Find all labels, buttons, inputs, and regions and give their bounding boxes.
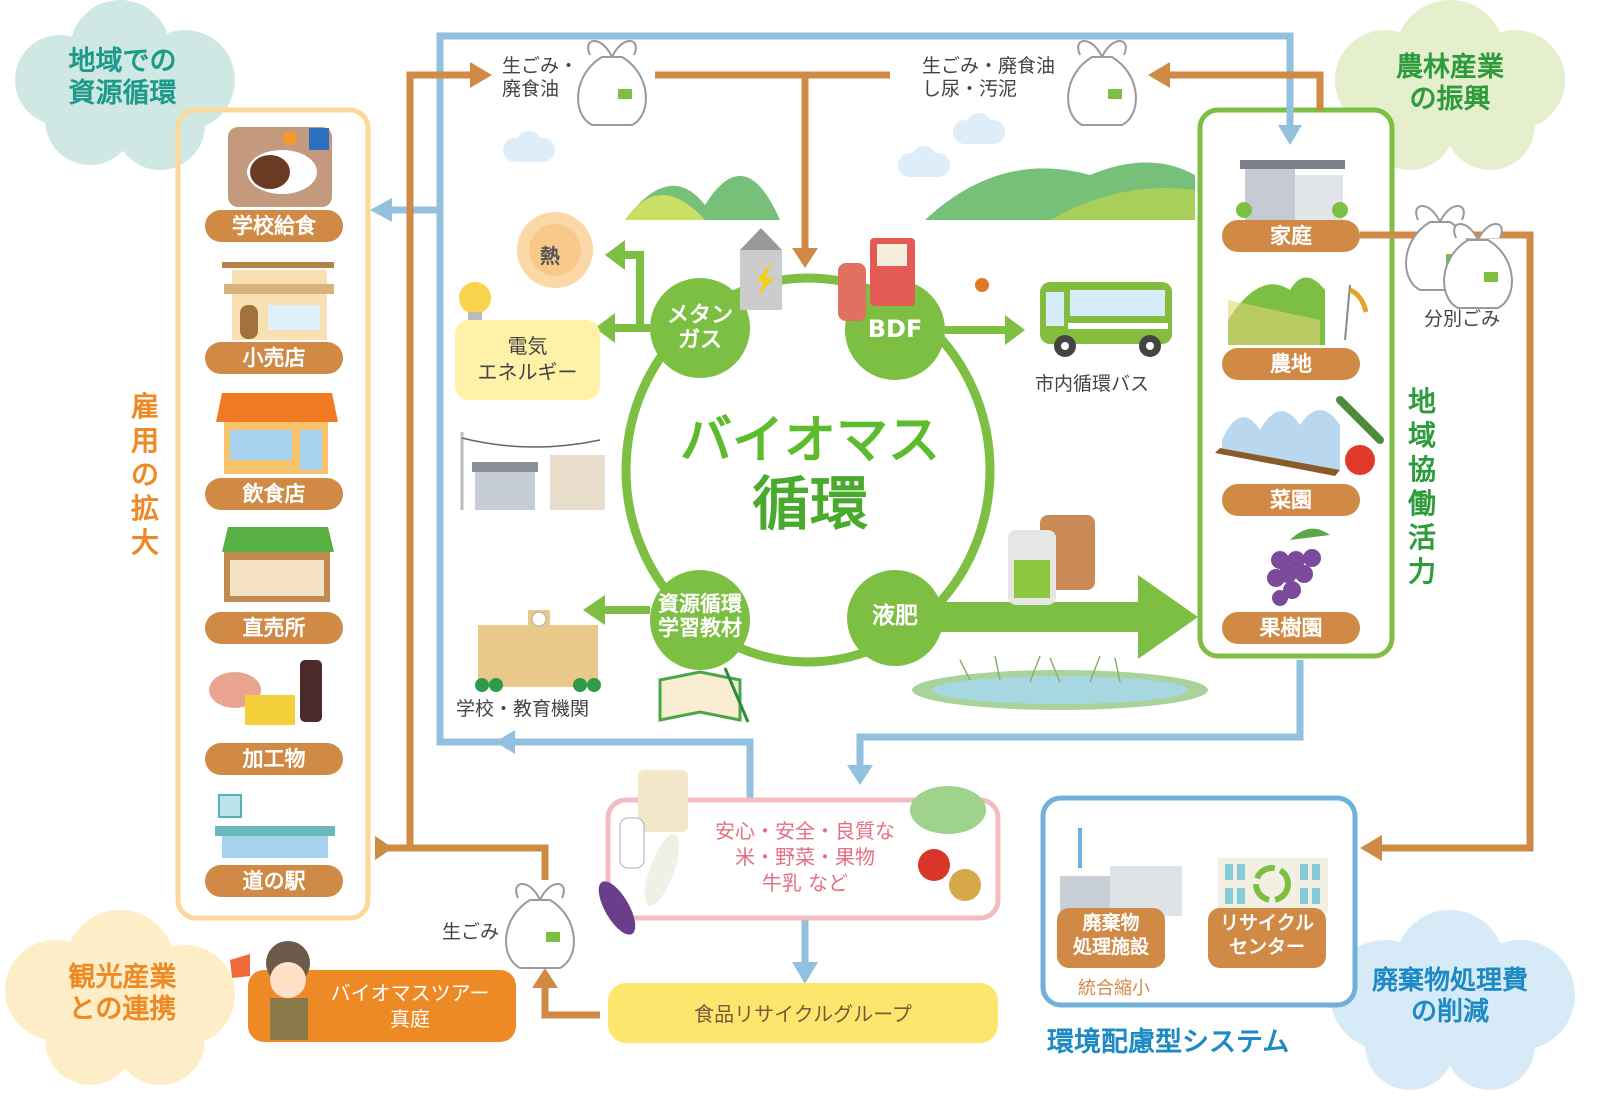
cloud-agriculture-forestry: 農林産業 の振興 xyxy=(1396,52,1504,116)
waste-label-sorted: 分別ごみ xyxy=(1424,308,1501,330)
pill-roadside-station: 道の駅 xyxy=(205,865,343,897)
node-methane-gas: メタン ガス xyxy=(666,303,733,354)
cycle-title-line2: 循環 xyxy=(751,470,868,538)
pill-processed-food: 加工物 xyxy=(205,743,343,775)
consolidation-note: 統合縮小 xyxy=(1078,978,1150,999)
cloud-tourism-collaboration: 観光産業 との連携 xyxy=(68,962,177,1026)
pill-household: 家庭 xyxy=(1222,220,1360,252)
biomass-tour-label: バイオマスツアー 真庭 xyxy=(330,981,490,1031)
cloud-bottom-right xyxy=(1330,910,1575,1090)
school-label: 学校・教育機関 xyxy=(456,698,590,720)
pill-waste-facility: 廃棄物 処理施設 xyxy=(1057,908,1165,968)
node-education-material: 資源循環 学習教材 xyxy=(658,592,742,641)
cycle-title-line1: バイオマス xyxy=(679,411,940,471)
food-recycle-group-label: 食品リサイクルグループ xyxy=(694,1002,912,1026)
pill-retail-store: 小売店 xyxy=(205,342,343,374)
city-bus-label: 市内循環バス xyxy=(1035,373,1150,395)
cloud-top-left xyxy=(15,0,235,170)
cloud-waste-cost-reduction: 廃棄物処理費 の削減 xyxy=(1371,966,1528,1028)
pill-school-lunch: 学校給食 xyxy=(205,210,343,242)
employment-expansion-label: 雇用の拡大 xyxy=(130,390,159,559)
products-text: 安心・安全・良質な 米・野菜・果物 牛乳 など xyxy=(715,819,895,895)
pill-farm-stand: 直売所 xyxy=(205,612,343,644)
waste-label-food: 生ごみ xyxy=(442,921,500,943)
pill-farmland: 農地 xyxy=(1222,348,1360,380)
cloud-local-resource-cycle: 地域での 資源循環 xyxy=(68,46,177,110)
heat-label: 熱 xyxy=(540,244,560,268)
waste-label-food-oil: 生ごみ・ 廃食油 xyxy=(502,55,579,100)
cloud-top-right xyxy=(1335,0,1565,170)
pill-restaurant: 飲食店 xyxy=(205,478,343,510)
pill-vegetable-garden: 菜園 xyxy=(1222,484,1360,516)
pill-orchard: 果樹園 xyxy=(1222,612,1360,644)
node-bdf: BDF xyxy=(867,315,923,343)
waste-label-food-oil-sludge: 生ごみ・廃食油 し尿・汚泥 xyxy=(922,55,1056,100)
env-system-title: 環境配慮型システム xyxy=(1047,1027,1290,1058)
node-liquid-fertilizer: 液肥 xyxy=(872,603,918,629)
regional-collaboration-label: 地域協働活力 xyxy=(1407,385,1436,588)
cloud-bottom-left xyxy=(5,910,235,1085)
electricity-label: 電気 エネルギー xyxy=(477,334,578,384)
pill-recycle-center: リサイクル センター xyxy=(1208,908,1326,968)
